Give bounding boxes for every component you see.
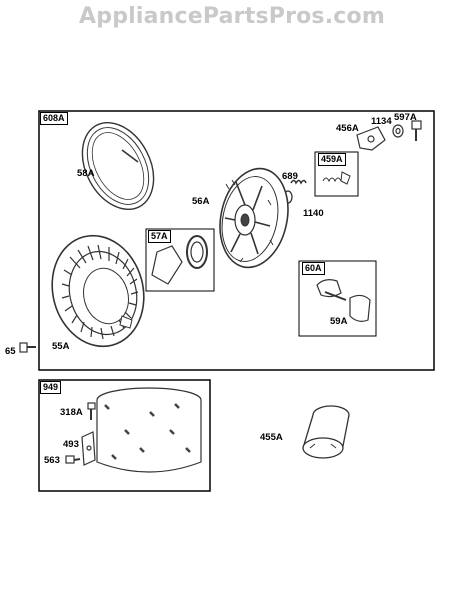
starter-cup-drawing xyxy=(302,405,350,459)
group-60a-frame xyxy=(298,260,377,337)
part-56a-label: 56A xyxy=(192,196,210,207)
screw-drawing xyxy=(411,120,422,141)
bolt-318a-drawing xyxy=(87,402,96,420)
group-459a-tag: 459A xyxy=(318,153,346,166)
part-55a-label: 55A xyxy=(52,341,70,352)
part-318a-label: 318A xyxy=(60,407,83,418)
part-455a-label: 455A xyxy=(260,432,283,443)
starter-pulley-drawing xyxy=(219,167,289,269)
part-58a-label: 58A xyxy=(77,168,95,179)
group-949-frame xyxy=(38,379,211,492)
pawl-spring-drawing xyxy=(322,171,351,185)
group-949-tag: 949 xyxy=(40,381,62,394)
watermark-text: AppliancePartsPros.com xyxy=(79,4,385,29)
part-1140-label: 1140 xyxy=(303,208,324,219)
screw-563-drawing xyxy=(65,455,81,464)
part-456a-label: 456A xyxy=(336,123,359,134)
part-689-label: 689 xyxy=(282,171,298,182)
part-563-label: 563 xyxy=(44,455,60,466)
group-608a-tag: 608A xyxy=(40,112,68,125)
part-493-label: 493 xyxy=(63,439,79,450)
blower-housing-drawing xyxy=(51,234,145,348)
group-608a-frame xyxy=(38,110,435,371)
compression-spring-drawing xyxy=(290,179,307,185)
group-459a-frame xyxy=(314,151,359,197)
starter-handle-drawing xyxy=(316,279,371,322)
group-57a-tag: 57A xyxy=(148,230,171,243)
part-1134-label: 1134 xyxy=(371,116,392,127)
part-65-label: 65 xyxy=(5,346,16,357)
rewind-spring-drawing xyxy=(81,121,155,211)
group-57a-frame xyxy=(145,228,215,292)
group-60a-tag: 60A xyxy=(302,262,325,275)
part-597a-label: 597A xyxy=(394,112,417,123)
air-cleaner-element-drawing xyxy=(96,387,202,473)
part-59a-label: 59A xyxy=(330,316,348,327)
pulley-insert-drawing xyxy=(151,235,208,285)
washer-drawing xyxy=(392,124,404,138)
bracket-493-drawing xyxy=(81,431,96,466)
bolt-65-drawing xyxy=(19,342,36,353)
pawl-retainer-drawing xyxy=(356,126,386,151)
